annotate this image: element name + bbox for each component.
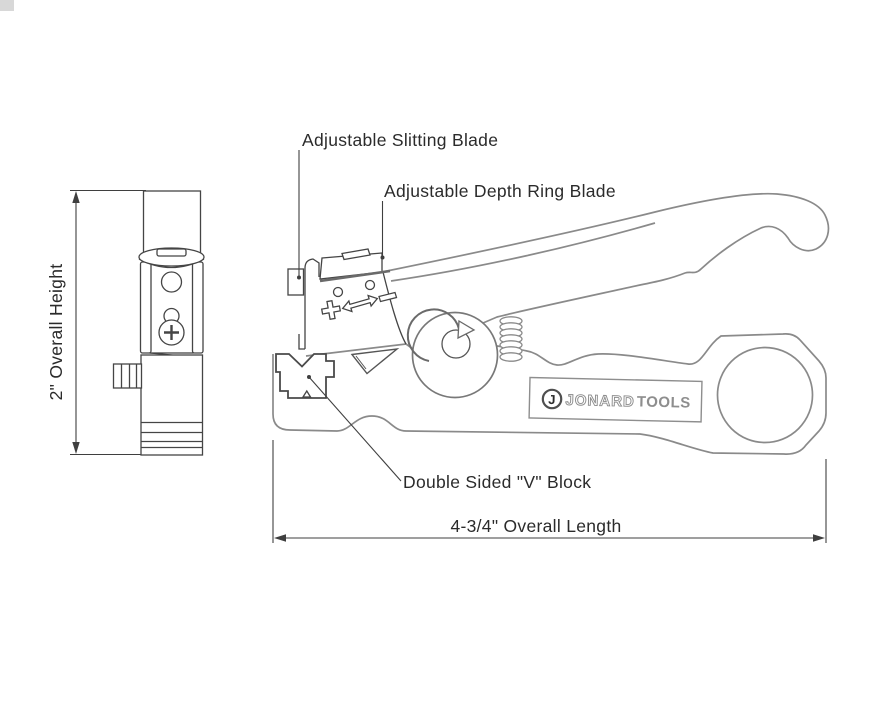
screw-hole-right xyxy=(364,279,376,291)
grip-bands xyxy=(141,421,203,449)
logo-name-primary: JONARD xyxy=(565,392,635,411)
slitting-blade-triangle xyxy=(350,348,400,375)
callout-depth-ring-blade: Adjustable Depth Ring Blade xyxy=(380,181,616,260)
screen-artifact xyxy=(0,0,14,11)
rotate-arrowhead-icon xyxy=(457,319,476,340)
callout-label: Adjustable Depth Ring Blade xyxy=(384,181,616,201)
knob-ridges xyxy=(120,364,138,388)
leader-line xyxy=(308,376,402,482)
screw-hole-left xyxy=(332,286,344,298)
handle-end xyxy=(142,190,202,254)
jonard-monogram-icon xyxy=(541,388,563,410)
head-rear-edge xyxy=(382,271,407,345)
adjustment-dial xyxy=(406,308,499,399)
cap-notch xyxy=(156,248,187,257)
slitting-blade-adjuster xyxy=(287,268,305,296)
callout-v-block: Double Sided "V" Block xyxy=(307,375,591,492)
overall-height-dimension: 2" Overall Height xyxy=(46,189,146,456)
callout-label: Adjustable Slitting Blade xyxy=(302,130,498,150)
stripper-head xyxy=(287,248,407,350)
overall-height-label: 2" Overall Height xyxy=(46,264,66,401)
plus-icon xyxy=(320,299,342,321)
overall-length-label: 4-3/4" Overall Length xyxy=(450,516,621,536)
arrow-right-icon xyxy=(813,534,825,542)
callout-label: Double Sided "V" Block xyxy=(403,472,591,492)
leader-dot xyxy=(380,255,385,260)
arrow-up-icon xyxy=(72,191,80,203)
rotate-arrow-icon xyxy=(406,308,460,362)
blade-chip-icon xyxy=(378,291,398,303)
v-block-body xyxy=(275,353,335,399)
logo-name-secondary: TOOLS xyxy=(637,393,691,411)
finger-hole xyxy=(716,346,814,444)
leader-dot xyxy=(297,275,301,280)
top-cap xyxy=(138,247,205,267)
logo-frame xyxy=(528,376,703,423)
phillips-cross-icon xyxy=(164,325,179,340)
knob-body xyxy=(112,363,143,389)
tension-spring xyxy=(499,316,523,362)
squeeze-lever xyxy=(381,192,830,330)
lower-body xyxy=(140,354,204,456)
overall-length-dimension: 4-3/4" Overall Length xyxy=(272,440,827,543)
v-block xyxy=(275,353,335,399)
callout-slitting-blade: Adjustable Slitting Blade xyxy=(297,130,498,280)
arrow-left-icon xyxy=(274,534,286,542)
head-front-edge xyxy=(304,258,320,349)
ring-blade-edge xyxy=(319,269,391,283)
v-block-notch xyxy=(301,389,312,398)
arrow-down-icon xyxy=(72,442,80,454)
lever-inner-edge xyxy=(390,222,656,282)
side-knob xyxy=(112,363,143,389)
housing-tab xyxy=(341,248,371,261)
left-rail xyxy=(139,261,152,354)
double-arrow-icon xyxy=(341,294,379,313)
nose-step xyxy=(298,334,305,350)
tool-body-outline xyxy=(272,333,827,455)
right-rail xyxy=(191,261,204,354)
logo-monogram: J xyxy=(548,392,556,407)
cable-hole xyxy=(160,271,183,293)
end-view: 2" Overall Height xyxy=(46,189,205,456)
